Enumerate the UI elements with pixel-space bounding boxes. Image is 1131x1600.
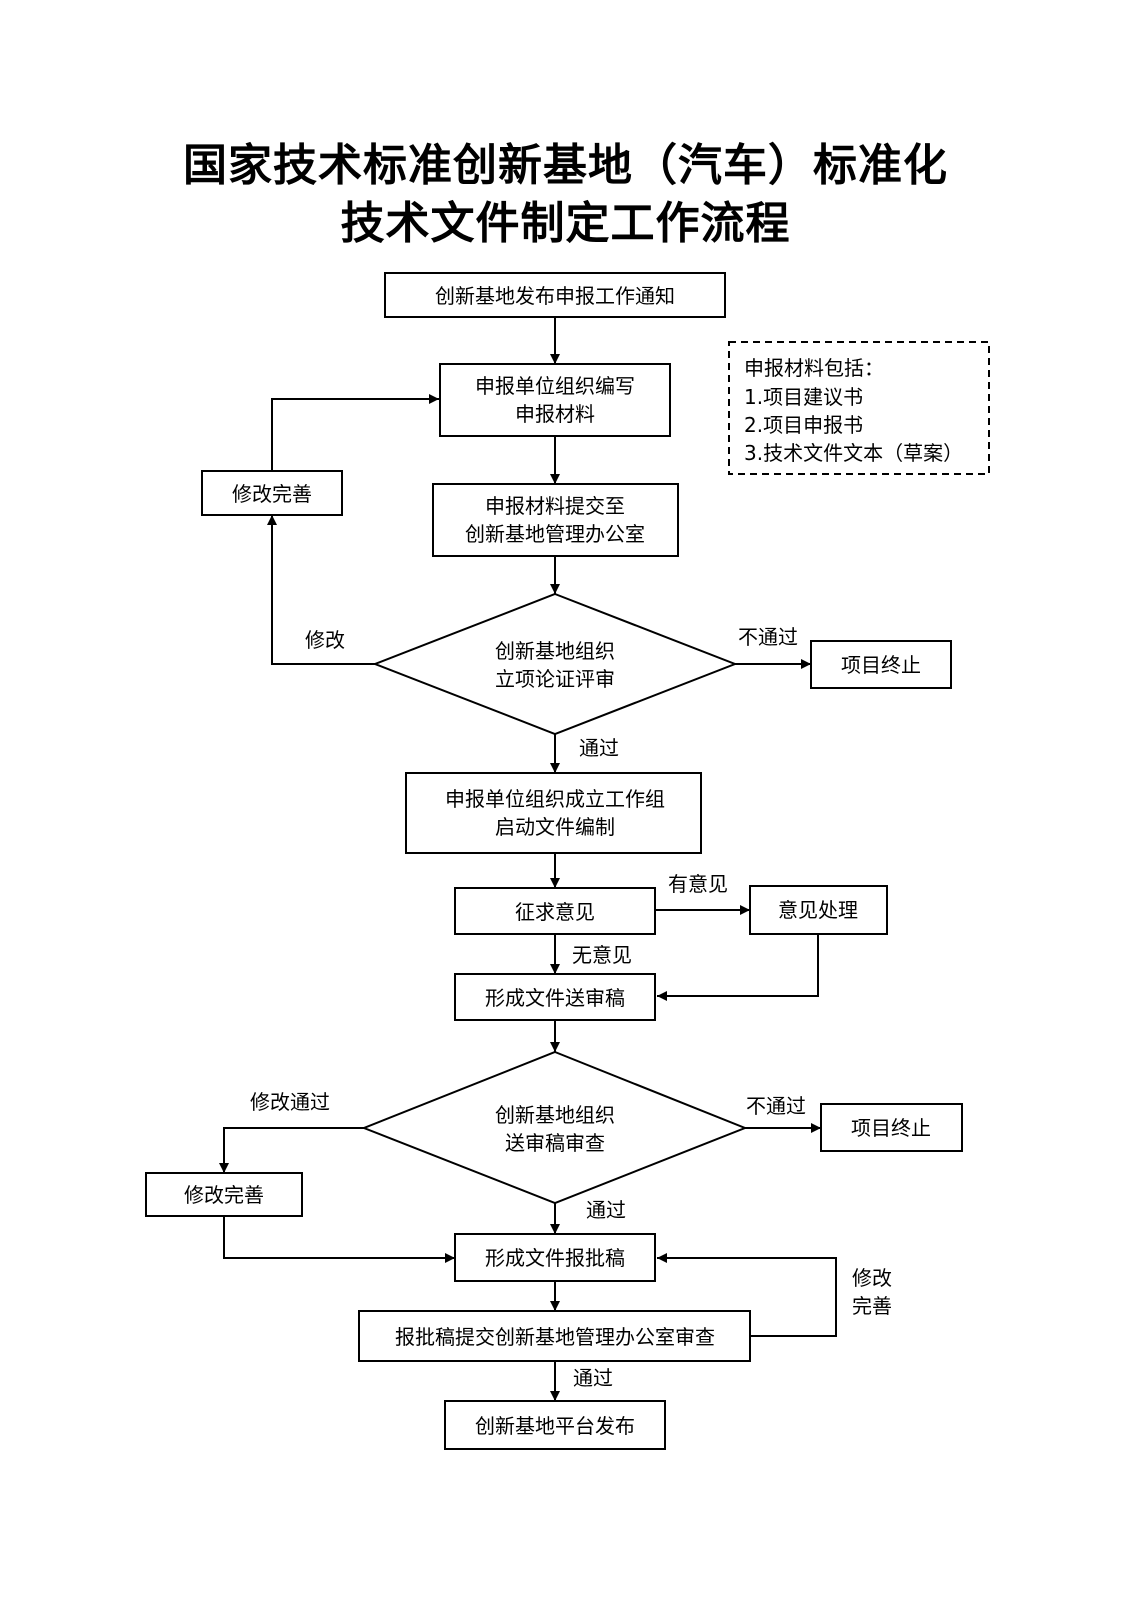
label-fail-1: 不通过 [738,625,798,649]
node-revise2-text: 修改完善 [184,1183,264,1207]
node-draft: 形成文件送审稿 [454,973,656,1021]
node-notice: 创新基地发布申报工作通知 [384,272,726,318]
edge-labels: 修改 不通过 通过 有意见 无意见 修改通过 不通过 通过 修改 完善 通过 [250,625,892,1390]
node-office-review: 报批稿提交创新基地管理办公室审查 [358,1310,751,1362]
label-fail-2: 不通过 [746,1094,806,1118]
note-box: 申报材料包括： 1.项目建议书 2.项目申报书 3.技术文件文本（草案） [728,341,990,475]
node-office-review-text: 报批稿提交创新基地管理办公室审查 [395,1325,715,1349]
title-line-2: 技术文件制定工作流程 [340,198,791,249]
node-approval-text: 形成文件报批稿 [485,1246,625,1270]
node-prepare-line-1: 申报单位组织编写 [475,374,635,398]
node-comments: 征求意见 [454,887,656,935]
node-review1: 创新基地组织 立项论证评审 [372,592,738,736]
node-revise1: 修改完善 [201,470,343,516]
node-submit-line-1: 申报材料提交至 [485,494,625,518]
note-item-1: 1.项目建议书 [744,385,863,409]
connectors [219,317,837,1401]
node-prepare-line-2: 申报材料 [515,402,595,426]
node-handle: 意见处理 [749,885,888,935]
label-revise-line-2: 完善 [852,1294,892,1318]
label-has-comments: 有意见 [668,872,728,896]
node-stop1: 项目终止 [810,640,952,689]
node-submit-line-2: 创新基地管理办公室 [465,522,645,546]
node-comments-text: 征求意见 [515,900,595,924]
label-modify: 修改 [305,628,345,652]
node-workgroup-line-1: 申报单位组织成立工作组 [445,787,665,811]
node-notice-text: 创新基地发布申报工作通知 [435,284,675,308]
node-submit: 申报材料提交至 创新基地管理办公室 [432,483,679,557]
node-draft-text: 形成文件送审稿 [485,986,625,1010]
label-pass-3: 通过 [573,1366,613,1390]
label-no-comments: 无意见 [572,943,632,967]
node-review1-line-1: 创新基地组织 [495,639,615,663]
note-heading: 申报材料包括： [744,356,884,380]
note-item-2: 2.项目申报书 [744,413,863,437]
node-publish: 创新基地平台发布 [444,1400,666,1450]
node-stop2-text: 项目终止 [851,1116,931,1140]
node-prepare: 申报单位组织编写 申报材料 [439,363,671,437]
title-line-1: 国家技术标准创新基地（汽车）标准化 [183,140,948,191]
node-review1-line-2: 立项论证评审 [495,667,615,691]
node-publish-text: 创新基地平台发布 [475,1414,635,1438]
label-pass-2: 通过 [586,1198,626,1222]
node-revise2: 修改完善 [145,1172,303,1217]
label-pass-1: 通过 [579,736,619,760]
node-workgroup: 申报单位组织成立工作组 启动文件编制 [405,772,702,854]
node-workgroup-line-2: 启动文件编制 [495,815,615,839]
node-review2-line-2: 送审稿审查 [505,1131,605,1155]
node-stop1-text: 项目终止 [841,653,921,677]
label-revise-line-1: 修改 [852,1266,892,1290]
node-handle-text: 意见处理 [778,898,858,922]
label-modify-pass: 修改通过 [250,1090,330,1114]
node-review2-line-1: 创新基地组织 [495,1103,615,1127]
node-revise1-text: 修改完善 [232,482,312,506]
node-review2: 创新基地组织 送审稿审查 [361,1050,748,1205]
note-item-3: 3.技术文件文本（草案） [744,441,963,465]
node-approval: 形成文件报批稿 [454,1233,656,1282]
node-stop2: 项目终止 [820,1103,963,1152]
